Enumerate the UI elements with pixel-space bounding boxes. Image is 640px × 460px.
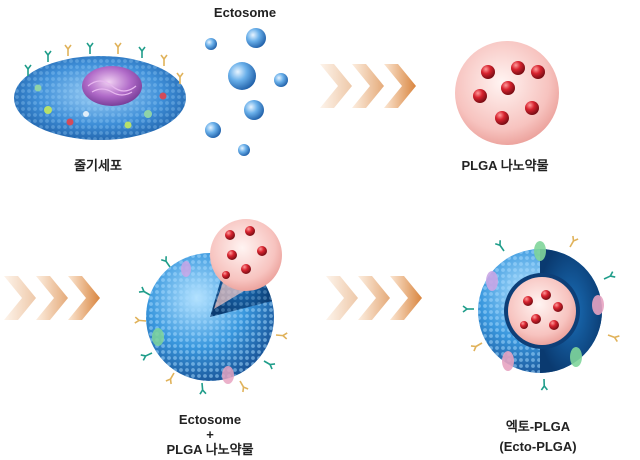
plga-label: PLGA 나노약물 <box>461 158 549 173</box>
ectosome-plga-combo-icon <box>133 219 289 396</box>
triple-chevron-arrow-icon <box>4 276 100 320</box>
combo-label-line1: Ectosome <box>178 412 242 427</box>
triple-chevron-arrow-icon <box>326 276 422 320</box>
triple-chevron-arrow-icon <box>320 64 416 108</box>
plga-nanoparticle-icon <box>455 41 559 145</box>
ectosome-label: Ectosome <box>213 5 277 20</box>
stem-cell-icon <box>14 42 186 140</box>
ectosome-vesicles-icon <box>205 28 288 156</box>
ecto-plga-icon <box>462 235 621 391</box>
combo-label-plus: + <box>206 427 214 442</box>
ecto-plga-label-line1: 엑토-PLGA <box>505 419 571 434</box>
combo-label-line3: PLGA 나노약물 <box>166 442 254 457</box>
ecto-plga-label-line2: (Ecto-PLGA) <box>499 439 577 454</box>
stem-cell-label: 줄기세포 <box>74 158 122 173</box>
